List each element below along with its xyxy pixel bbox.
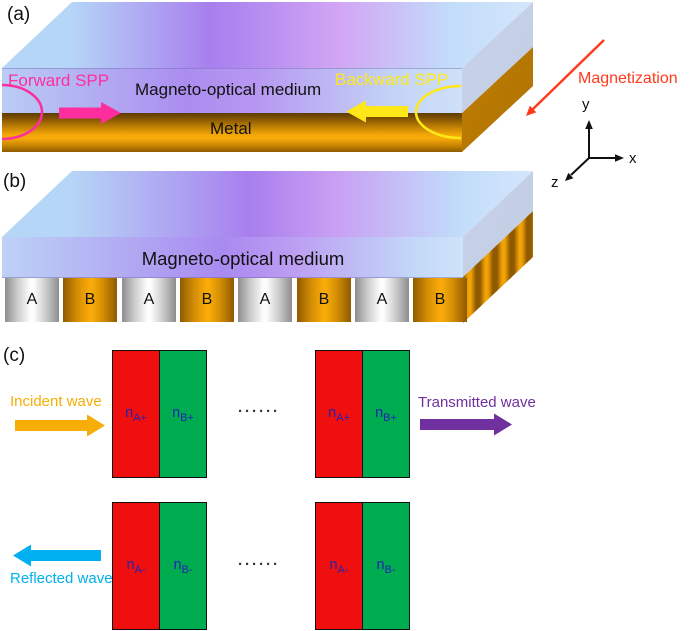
grating-segment-a: A [122,278,176,322]
incident-wave-arrow-icon [15,414,105,437]
y-axis-label: y [582,96,590,113]
segment-letter: B [84,291,96,308]
grating-segment-a: A [355,278,409,322]
ellipsis-dots: ······ [238,403,280,420]
layer-block-nb-minus: nB- [159,502,207,630]
grating-segment-b: B [297,278,351,322]
refractive-index-label: nA+ [328,404,350,424]
incident-wave-label: Incident wave [10,393,102,410]
segment-letter: A [143,291,155,308]
grating-segment-a: A [5,278,59,322]
layer-block-nb-minus: nB- [362,502,410,630]
segment-letter: B [434,291,446,308]
forward-spp-label: Forward SPP [8,71,110,90]
reflected-wave-label: Reflected wave [10,570,113,587]
segment-letter: A [26,291,38,308]
y-axis-arrowhead-icon [585,120,593,129]
refractive-index-label: nA+ [125,404,147,424]
panel-c-label: (c) [3,345,26,366]
grating-segment-a: A [238,278,292,322]
refractive-index-label: nB- [173,556,193,576]
metal-label: Metal [210,119,252,138]
segment-letter: A [376,291,388,308]
grating-segment-b: B [180,278,234,322]
segment-letter: B [201,291,213,308]
segment-letter: A [259,291,271,308]
transmitted-wave-arrow-icon [420,413,512,436]
layer-block-na-plus: nA+ [112,350,160,478]
segment-letter: B [318,291,330,308]
ellipsis-dots: ······ [238,556,280,573]
refractive-index-label: nB- [376,556,396,576]
layer-block-na-minus: nA- [112,502,160,630]
panel-a-label: (a) [7,4,31,25]
grating-segment-b: B [63,278,117,322]
z-axis-label: z [551,174,559,191]
mo-medium-label-b: Magneto-optical medium [141,248,345,269]
refractive-index-label: nA- [329,556,349,576]
magnetization-label: Magnetization [578,70,678,87]
grating-segment-b: B [413,278,467,322]
transmitted-wave-label: Transmitted wave [418,394,536,411]
layer-block-nb-plus: nB+ [159,350,207,478]
xyz-axes-icon [570,128,616,176]
magnetization-arrowhead-icon [526,105,537,116]
x-axis-arrowhead-icon [615,154,624,162]
refractive-index-label: nA- [126,556,146,576]
panel-b-mo-medium-layer [2,237,463,278]
layer-block-na-minus: nA- [315,502,363,630]
z-axis-arrowhead-icon [565,172,574,181]
layer-block-nb-plus: nB+ [362,350,410,478]
backward-spp-label: Backward SPP [335,70,449,89]
x-axis-label: x [629,150,637,167]
refractive-index-label: nB+ [172,404,194,424]
reflected-wave-arrow-icon [13,544,101,567]
mo-medium-label-a: Magneto-optical medium [135,80,322,99]
refractive-index-label: nB+ [375,404,397,424]
panel-b-label: (b) [3,171,27,192]
layer-block-na-plus: nA+ [315,350,363,478]
